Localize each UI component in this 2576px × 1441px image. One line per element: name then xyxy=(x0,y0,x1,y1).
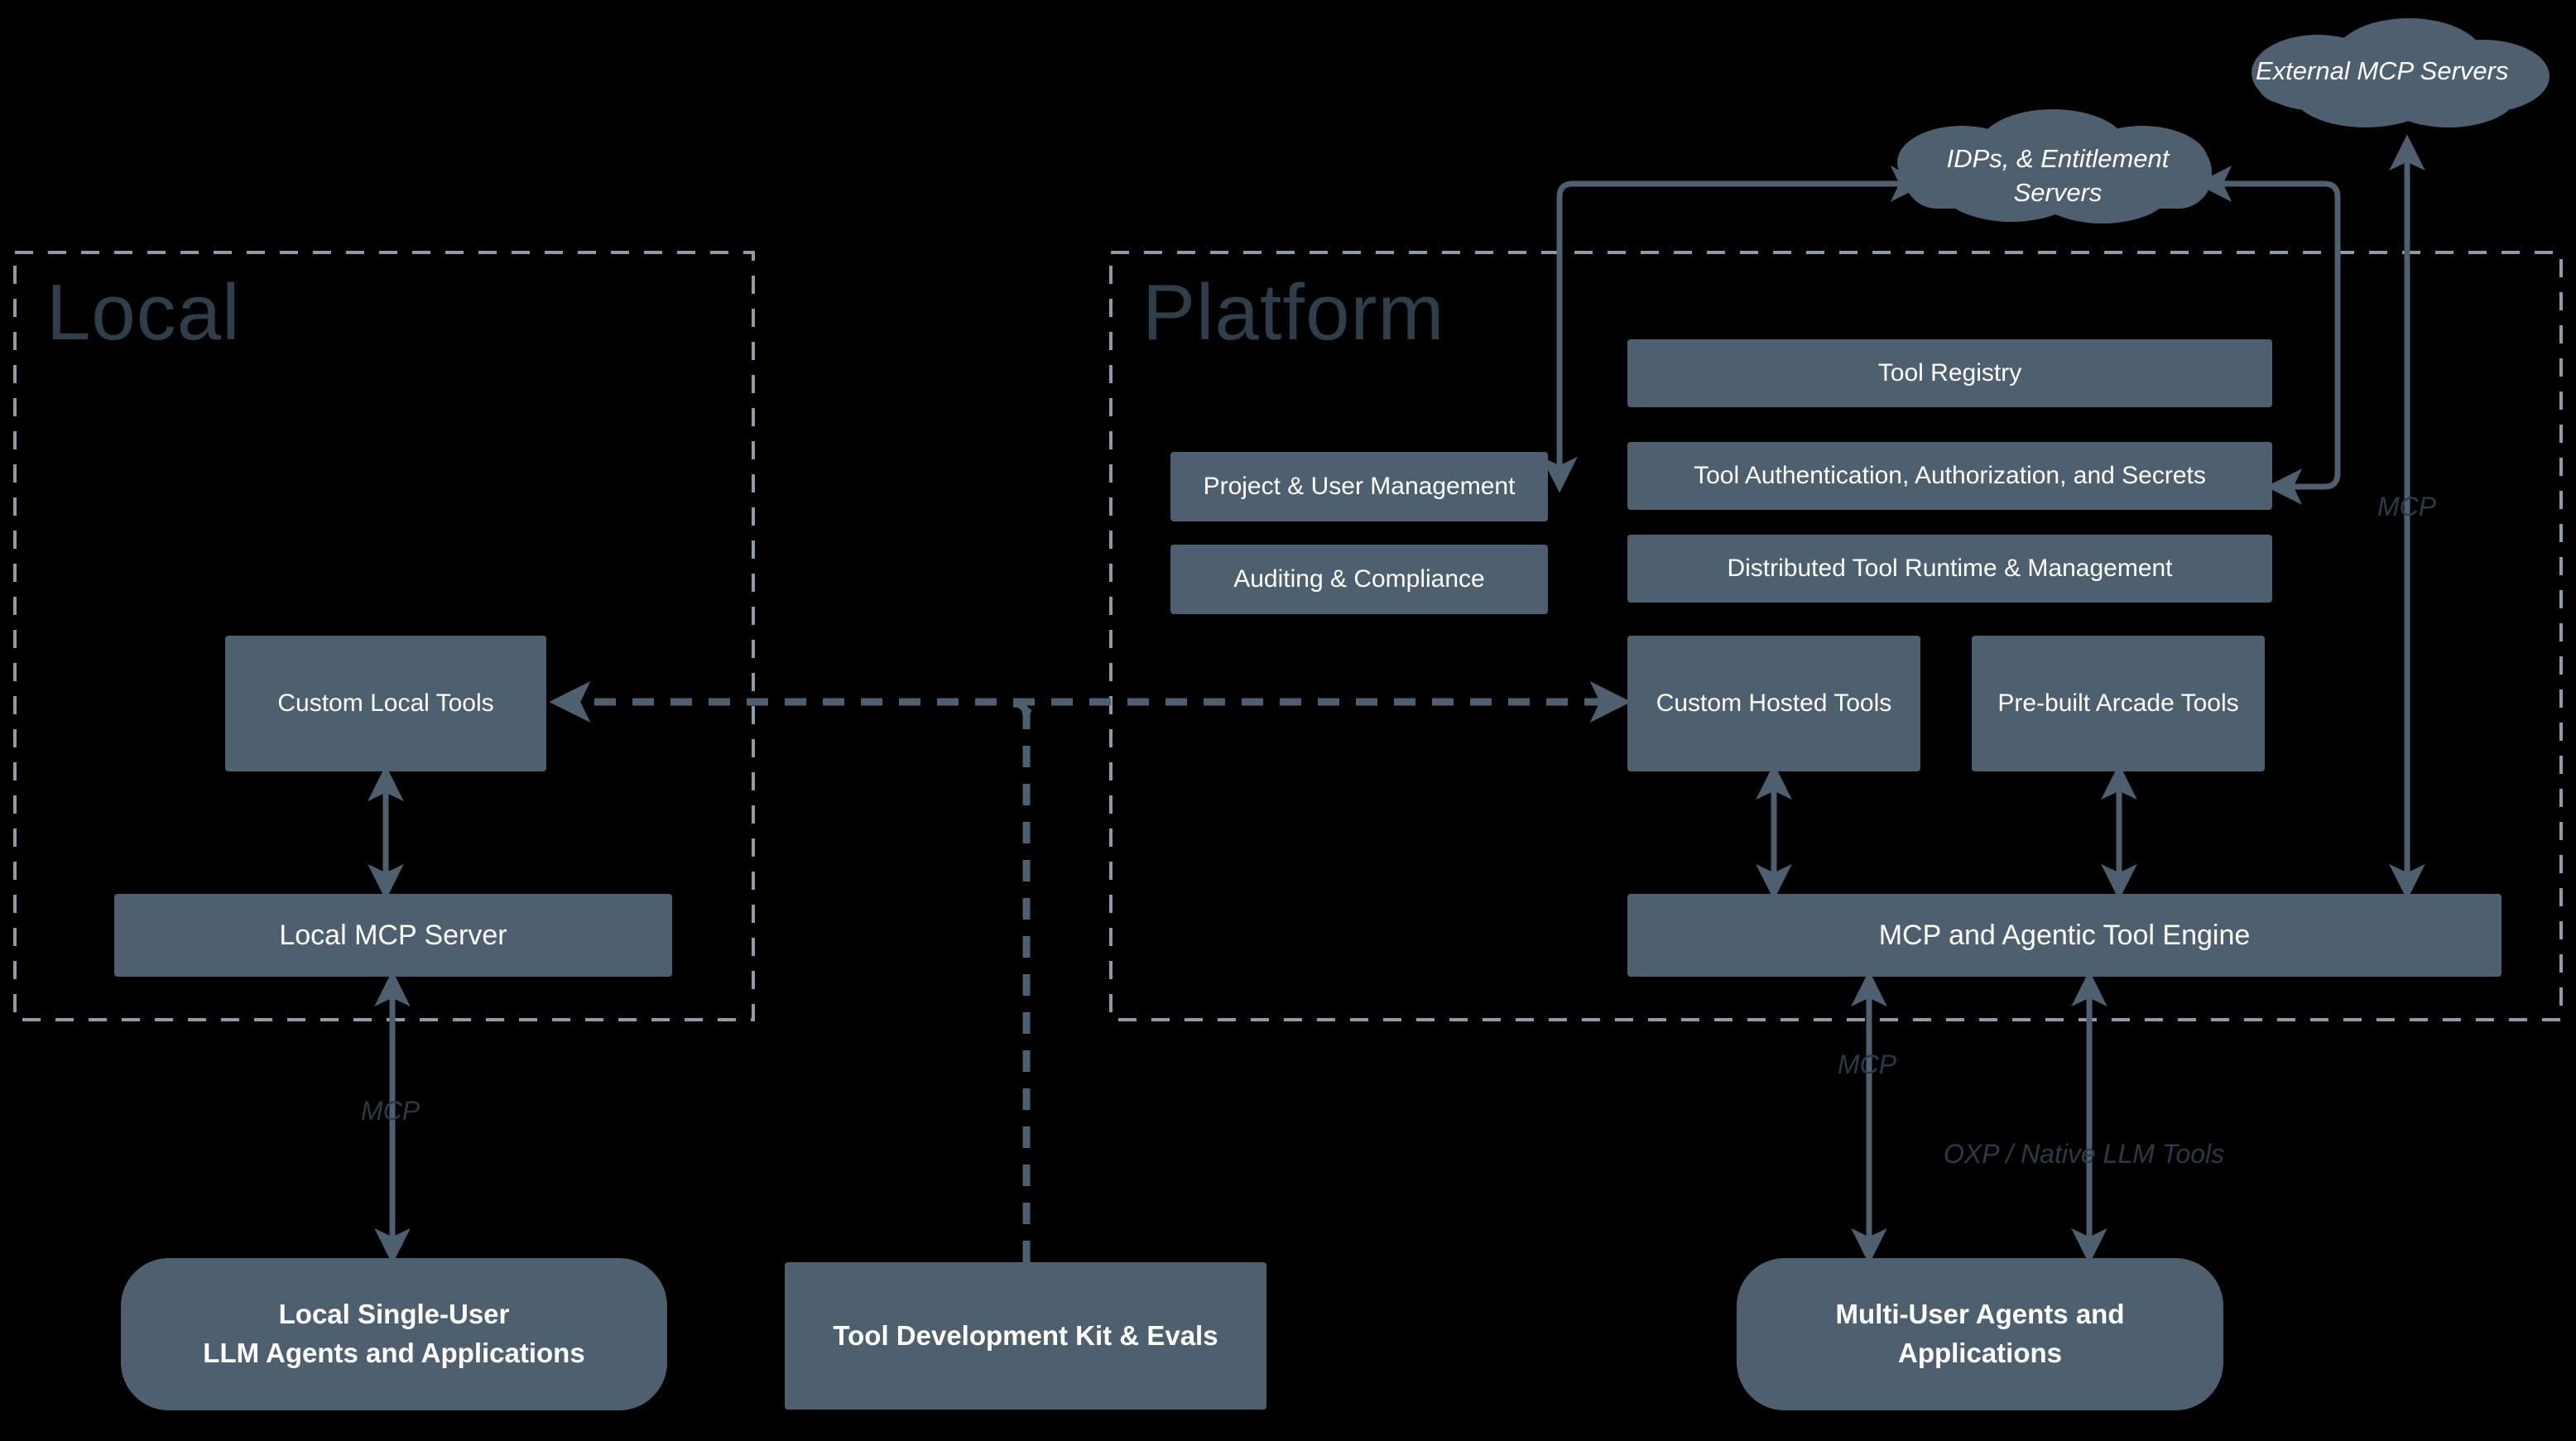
idps-entitlement-servers-cloud xyxy=(1897,109,2212,223)
edge-toolauth-to-idps xyxy=(2195,166,2341,505)
edge-tdk-riser-left xyxy=(1012,699,1031,718)
node-local-mcp-server[interactable]: Local MCP Server xyxy=(114,894,672,977)
edge-label-external-mcp: MCP xyxy=(2377,492,2437,521)
external-mcp-servers-cloud xyxy=(2252,18,2550,127)
edge-label-local-mcp: MCP xyxy=(361,1096,421,1126)
node-multi-user-agents[interactable]: Multi-User Agents and Applications xyxy=(1737,1258,2223,1410)
node-custom-hosted-tools[interactable]: Custom Hosted Tools xyxy=(1627,636,1920,771)
edge-tdk-riser xyxy=(1022,699,1040,1262)
node-custom-local-tools[interactable]: Custom Local Tools xyxy=(225,636,546,771)
node-distributed-tool-runtime[interactable]: Distributed Tool Runtime & Management xyxy=(1627,535,2272,603)
edge-project-to-idps xyxy=(1541,166,1927,493)
idps-label-line-1: IDPs, & Entitlement xyxy=(1946,144,2170,173)
zone-title-platform: Platform xyxy=(1142,268,1445,357)
idps-label-line-2: Servers xyxy=(2013,177,2103,207)
node-mcp-agentic-tool-engine[interactable]: MCP and Agentic Tool Engine xyxy=(1627,894,2502,977)
node-auditing-compliance[interactable]: Auditing & Compliance xyxy=(1170,545,1548,614)
node-tool-development-kit[interactable]: Tool Development Kit & Evals xyxy=(785,1262,1266,1410)
node-project-user-management[interactable]: Project & User Management xyxy=(1170,452,1548,521)
edge-label-platform-mcp: MCP xyxy=(1838,1050,1897,1079)
local-zone-boundary xyxy=(13,251,755,1021)
node-tool-registry[interactable]: Tool Registry xyxy=(1627,339,2272,407)
node-prebuilt-arcade-tools[interactable]: Pre-built Arcade Tools xyxy=(1972,636,2265,771)
node-tool-authentication[interactable]: Tool Authentication, Authorization, and … xyxy=(1627,442,2272,510)
edge-label-oxp-native-llm-tools: OXP / Native LLM Tools xyxy=(1944,1139,2225,1169)
external-mcp-servers-label: External MCP Servers xyxy=(2256,56,2509,85)
node-local-single-user-agents[interactable]: Local Single-User LLM Agents and Applica… xyxy=(121,1258,667,1410)
platform-zone-boundary xyxy=(1109,251,2563,1021)
zone-title-local: Local xyxy=(46,268,241,357)
